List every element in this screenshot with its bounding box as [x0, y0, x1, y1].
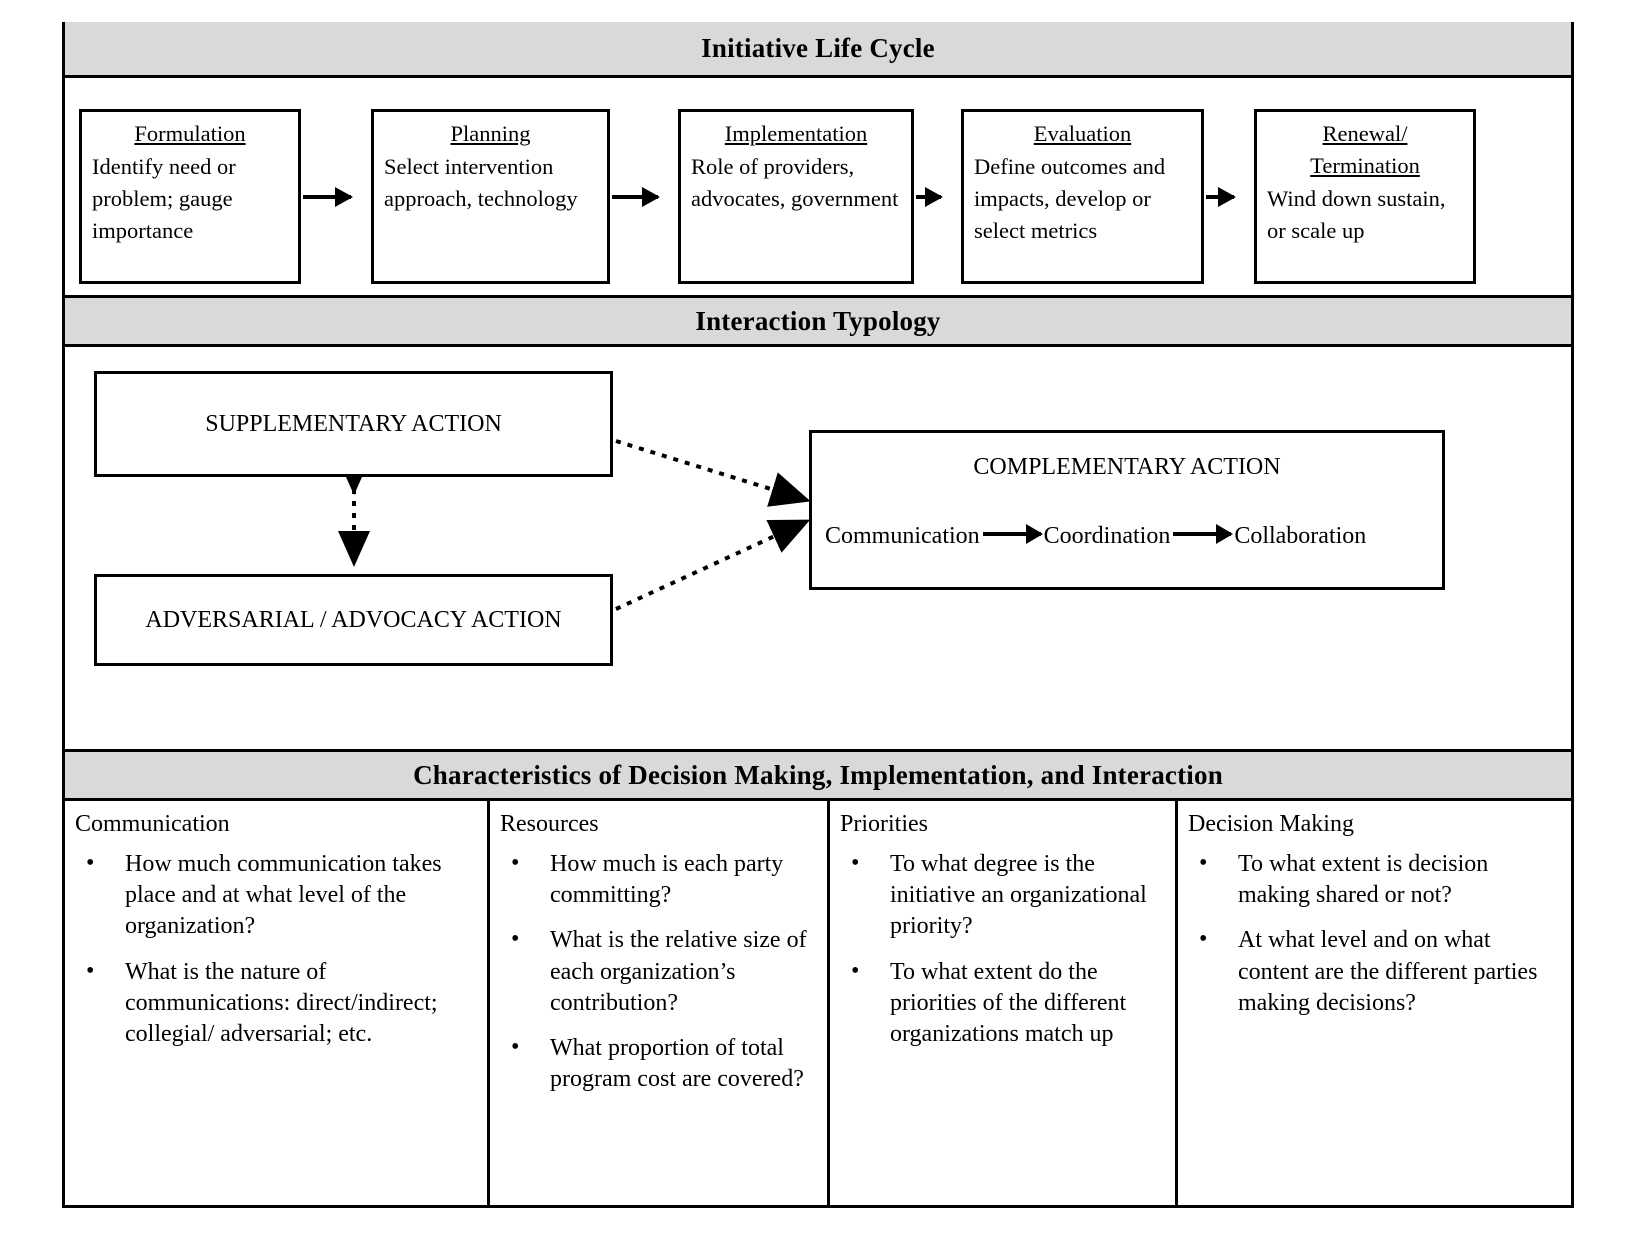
complementary-chain: Communication Coordination Collaboration	[812, 520, 1442, 552]
stage-body: Define outcomes and impacts, develop or …	[974, 153, 1166, 243]
bullet-icon: •	[511, 1033, 520, 1060]
list-item: • To what extent do the priorities of th…	[838, 957, 1167, 1051]
bullet-icon: •	[851, 957, 860, 984]
lifecycle-stage-renewal-termination[interactable]: Renewal/ Termination Wind down sustain, …	[1254, 109, 1476, 284]
chain-step-coordination: Coordination	[1043, 523, 1171, 550]
section-title-text: Interaction Typology	[695, 305, 941, 336]
list-item-text: At what level and on what content are th…	[1238, 927, 1538, 1016]
list-item: • How much is each party committing?	[498, 849, 819, 911]
typology-box-complementary-action[interactable]: COMPLEMENTARY ACTION Communication Coord…	[809, 430, 1445, 590]
typology-box-adversarial-advocacy-action[interactable]: ADVERSARIAL / ADVOCACY ACTION	[94, 574, 613, 666]
typology-label: SUPPLEMENTARY ACTION	[205, 410, 502, 437]
list-item: • How much communication takes place and…	[73, 849, 479, 943]
dotted-arrow-adversarial-to-complementary-icon	[615, 519, 811, 611]
stage-body: Identify need or problem; gauge importan…	[92, 153, 236, 243]
column-bullet-list: • To what degree is the initiative an or…	[838, 849, 1167, 1050]
characteristics-columns: Communication • How much communication t…	[65, 801, 1571, 1208]
column-heading: Decision Making	[1188, 811, 1354, 837]
bullet-icon: •	[1199, 850, 1208, 876]
typology-box-supplementary-action[interactable]: SUPPLEMENTARY ACTION	[94, 371, 613, 477]
dotted-arrow-supplementary-to-complementary-icon	[615, 439, 811, 507]
characteristics-column-decision-making: Decision Making • To what extent is deci…	[1178, 801, 1571, 1208]
bullet-icon: •	[86, 957, 95, 984]
list-item: • To what extent is decision making shar…	[1186, 849, 1563, 911]
section-title-text: Characteristics of Decision Making, Impl…	[413, 759, 1223, 790]
characteristics-column-resources: Resources • How much is each party commi…	[490, 801, 830, 1208]
list-item-text: What is the relative size of each organi…	[550, 927, 807, 1016]
figure-frame: Initiative Life Cycle Formulation Identi…	[62, 22, 1574, 1208]
list-item-text: What is the nature of communications: di…	[125, 958, 438, 1047]
column-heading: Communication	[75, 811, 230, 837]
bullet-icon: •	[1199, 926, 1208, 953]
stage-title: Implementation	[724, 121, 868, 146]
stage-title: Formulation	[134, 121, 246, 146]
lifecycle-stage-formulation[interactable]: Formulation Identify need or problem; ga…	[79, 109, 301, 284]
stage-body: Wind down sustain, or scale up	[1267, 185, 1446, 243]
list-item-text: How much communication takes place and a…	[125, 851, 442, 940]
list-item-text: To what degree is the initiative an orga…	[890, 851, 1147, 940]
column-bullet-list: • How much is each party committing? • W…	[498, 849, 819, 1095]
section-header-initiative-life-cycle: Initiative Life Cycle	[65, 22, 1571, 78]
section-header-interaction-typology: Interaction Typology	[65, 295, 1571, 347]
lifecycle-stage-planning[interactable]: Planning Select intervention approach, t…	[371, 109, 610, 284]
list-item: • What is the nature of communications: …	[73, 957, 479, 1051]
stage-body: Select intervention approach, technology	[384, 153, 578, 211]
list-item-text: To what extent do the priorities of the …	[890, 958, 1127, 1047]
chain-step-collaboration: Collaboration	[1234, 523, 1367, 550]
stage-title: Renewal/ Termination	[1310, 121, 1420, 178]
arrow-right-icon	[1206, 187, 1236, 207]
bullet-icon: •	[511, 926, 520, 953]
list-item: • What proportion of total program cost …	[498, 1033, 819, 1095]
arrow-right-icon	[612, 187, 660, 207]
chain-step-communication: Communication	[825, 523, 980, 550]
arrow-right-icon	[303, 187, 353, 207]
typology-label: COMPLEMENTARY ACTION	[973, 454, 1281, 480]
lifecycle-flow: Formulation Identify need or problem; ga…	[65, 81, 1571, 295]
bullet-icon: •	[851, 850, 860, 876]
list-item: • To what degree is the initiative an or…	[838, 849, 1167, 943]
section-title-text: Initiative Life Cycle	[701, 33, 935, 63]
arrow-right-icon	[1173, 523, 1234, 544]
list-item: • What is the relative size of each orga…	[498, 925, 819, 1019]
list-item-text: How much is each party committing?	[550, 851, 784, 909]
list-item-text: What proportion of total program cost ar…	[550, 1034, 804, 1093]
stage-title: Planning	[450, 121, 531, 146]
stage-title: Evaluation	[1033, 121, 1132, 146]
interaction-typology-diagram: SUPPLEMENTARY ACTION ADVERSARIAL / ADVOC…	[65, 347, 1571, 749]
column-bullet-list: • How much communication takes place and…	[73, 849, 479, 1050]
typology-label: ADVERSARIAL / ADVOCACY ACTION	[145, 606, 562, 633]
list-item-text: To what extent is decision making shared…	[1238, 851, 1489, 909]
lifecycle-stage-implementation[interactable]: Implementation Role of providers, advoca…	[678, 109, 914, 284]
arrow-right-icon	[982, 523, 1043, 544]
list-item: • At what level and on what content are …	[1186, 925, 1563, 1019]
column-heading: Priorities	[840, 811, 928, 837]
characteristics-column-priorities: Priorities • To what degree is the initi…	[830, 801, 1178, 1208]
stage-body: Role of providers, advocates, government	[691, 153, 899, 211]
bullet-icon: •	[511, 850, 520, 876]
characteristics-column-communication: Communication • How much communication t…	[65, 801, 490, 1208]
bullet-icon: •	[86, 850, 95, 876]
column-heading: Resources	[500, 811, 599, 837]
section-header-characteristics: Characteristics of Decision Making, Impl…	[65, 749, 1571, 801]
arrow-right-icon	[916, 187, 943, 207]
lifecycle-stage-evaluation[interactable]: Evaluation Define outcomes and impacts, …	[961, 109, 1204, 284]
column-bullet-list: • To what extent is decision making shar…	[1186, 849, 1563, 1019]
